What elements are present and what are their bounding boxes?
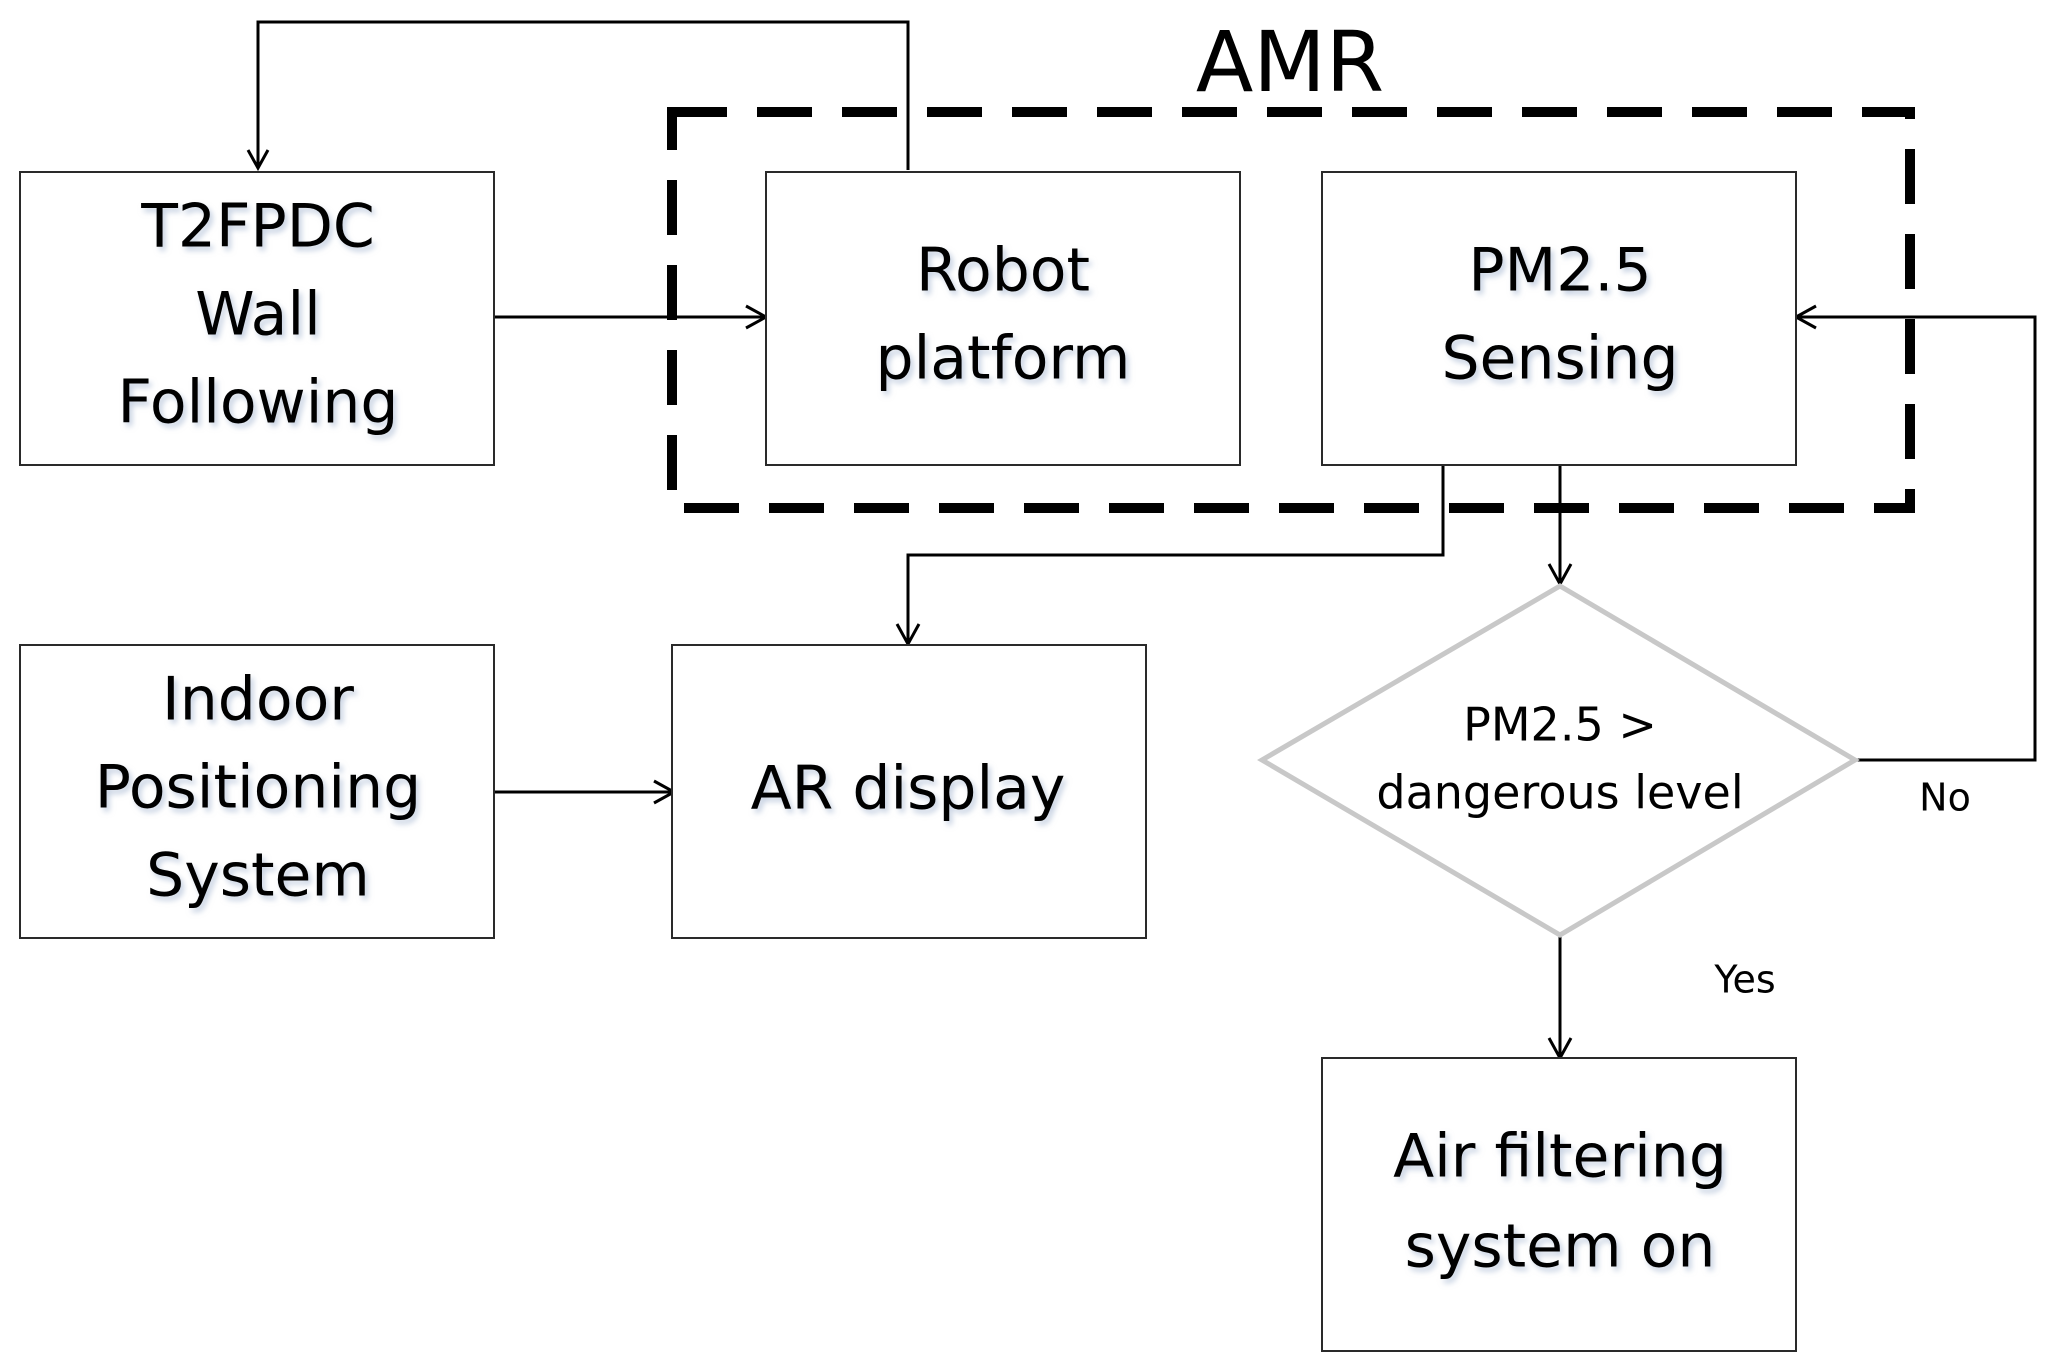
arrowhead-wallfollowing [246, 149, 270, 172]
svg-text:PM2.5: PM2.5 [1468, 236, 1651, 306]
node-ar-display: AR display [671, 644, 1147, 939]
amr-group-border [667, 107, 1915, 513]
svg-text:T2FPDC: T2FPDC [140, 192, 375, 262]
svg-text:Positioning: Positioning [95, 753, 421, 823]
connector-sensing-to-ardisplay [906, 465, 1445, 642]
edge-label-no: No [1919, 776, 1971, 820]
node-decision: PM2.5 > dangerous level [1257, 583, 1860, 938]
svg-text:Air filtering: Air filtering [1393, 1122, 1727, 1192]
svg-text:Sensing: Sensing [1441, 324, 1678, 394]
connector-robot-to-wallfollowing [256, 20, 910, 170]
svg-text:platform: platform [876, 324, 1131, 394]
svg-text:AR display: AR display [751, 754, 1066, 824]
edge-label-yes: Yes [1713, 958, 1775, 1002]
amr-title: AMR [1196, 13, 1384, 111]
svg-text:Wall: Wall [195, 280, 321, 350]
svg-text:system on: system on [1405, 1212, 1716, 1282]
svg-text:Indoor: Indoor [162, 665, 354, 735]
svg-text:Robot: Robot [916, 236, 1090, 306]
svg-text:System: System [146, 841, 370, 911]
svg-text:dangerous level: dangerous level [1376, 766, 1743, 820]
node-pm-sensing: PM2.5 Sensing [1321, 171, 1797, 466]
node-robot-platform: Robot platform [765, 171, 1241, 466]
node-air-filter: Air filtering system on [1321, 1057, 1797, 1352]
svg-text:Following: Following [118, 368, 399, 438]
node-wall-following: T2FPDC Wall Following [19, 171, 495, 466]
connector-decision-no [1798, 315, 2037, 762]
svg-text:PM2.5 >: PM2.5 > [1463, 698, 1657, 752]
node-indoor-positioning: Indoor Positioning System [19, 644, 495, 939]
